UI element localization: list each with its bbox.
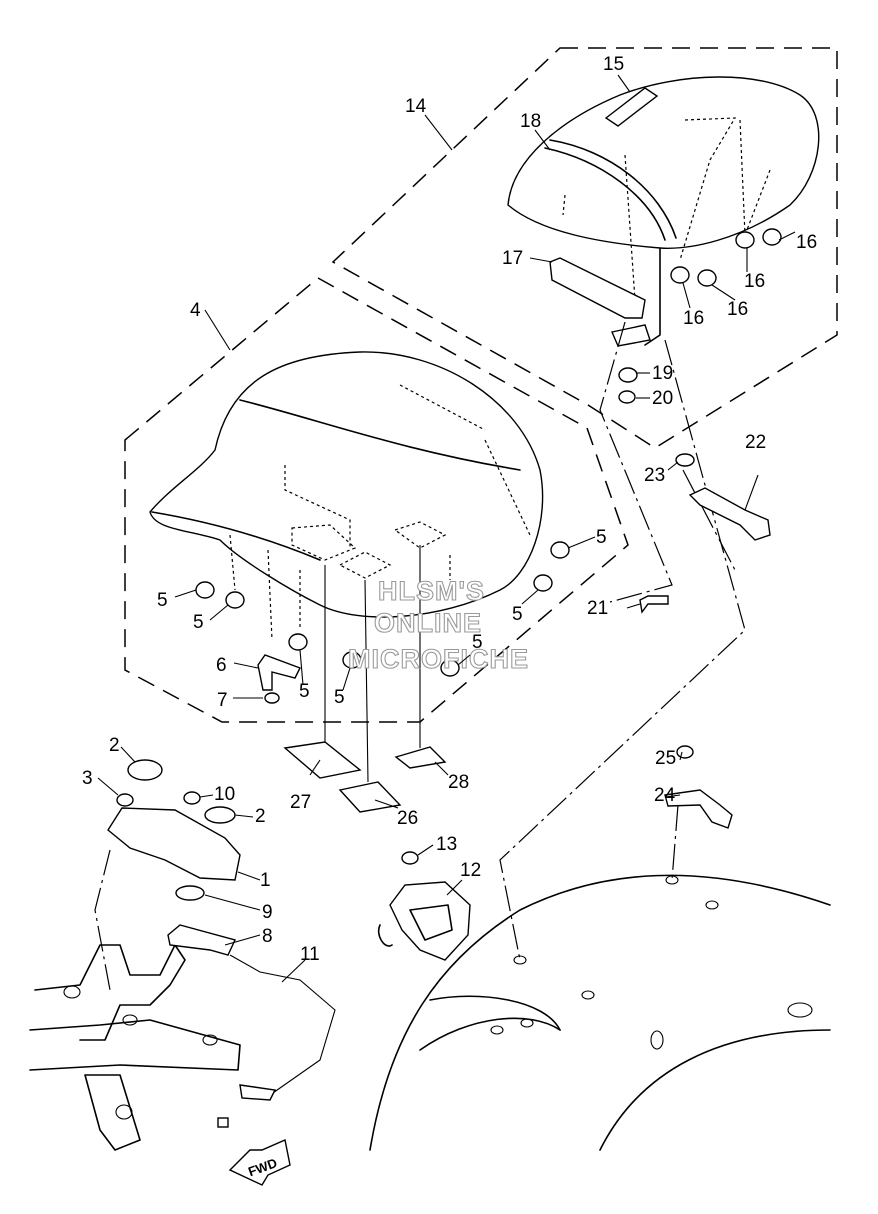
- bracket-bolt: [675, 453, 695, 467]
- plate-cover-right: [204, 806, 236, 824]
- seat-lock-plate: [107, 807, 241, 881]
- callout-11: 11: [300, 944, 320, 965]
- seat-lock-bracket: [688, 487, 771, 541]
- seat-lock: [389, 881, 471, 961]
- watermark-line-1: HLSM'S: [378, 576, 485, 606]
- frame: [29, 944, 241, 1151]
- forward-direction-arrow: FWD: [228, 1139, 291, 1186]
- callout-7: 7: [217, 690, 228, 711]
- lock-bracket: [167, 924, 236, 956]
- callout-14: 14: [405, 96, 427, 117]
- watermark: HLSM'S ONLINE MICROFICHE: [347, 575, 529, 674]
- watermark-line-2: ONLINE: [374, 608, 482, 638]
- plate-bolt: [116, 793, 134, 807]
- callout-10: 10: [214, 784, 235, 805]
- front-seat-bracket-nut: [264, 692, 280, 704]
- rear-seat-group-outline: [331, 47, 838, 449]
- callout-5-a: 5: [157, 590, 168, 611]
- plate-washer: [175, 885, 205, 901]
- rear-fender: [369, 874, 831, 1151]
- callout-5-e: 5: [472, 632, 483, 653]
- pad-26: [338, 781, 402, 813]
- collar: [618, 367, 638, 383]
- callout-9: 9: [262, 902, 273, 923]
- callout-6: 6: [216, 655, 227, 676]
- callout-2-cover-right: 2: [255, 806, 266, 827]
- rear-seat-nuts: [670, 228, 782, 287]
- callout-15: 15: [603, 54, 624, 75]
- cable-fitting: [217, 1117, 229, 1128]
- callout-16-d: 16: [683, 308, 704, 329]
- callout-22: 22: [745, 432, 766, 453]
- rear-seat-clip: [611, 324, 651, 347]
- pad-28: [394, 746, 447, 769]
- callout-17: 17: [502, 248, 523, 269]
- callout-28: 28: [448, 772, 469, 793]
- seat-bolt: [639, 595, 669, 614]
- callout-26: 26: [397, 808, 418, 829]
- front-seat-nuts: [195, 541, 570, 677]
- callout-12: 12: [460, 860, 481, 881]
- callout-3: 3: [82, 768, 93, 789]
- washer: [618, 390, 636, 404]
- fender-bracket-bolt: [676, 745, 694, 759]
- callout-23: 23: [644, 465, 665, 486]
- callout-21: 21: [587, 598, 608, 619]
- callout-4: 4: [190, 300, 201, 321]
- callout-13: 13: [436, 834, 457, 855]
- callout-5-d: 5: [334, 687, 345, 708]
- callout-5-f: 5: [512, 604, 523, 625]
- callout-18: 18: [520, 111, 541, 132]
- watermark-line-3: MICROFICHE: [348, 644, 529, 674]
- callout-5-g: 5: [596, 527, 607, 548]
- callout-20: 20: [652, 388, 673, 409]
- callout-1: 1: [260, 870, 271, 891]
- seat-cable-end: [239, 1084, 277, 1101]
- rear-seat-bracket: [549, 257, 646, 319]
- callout-16-a: 16: [796, 232, 817, 253]
- plate-nut: [183, 791, 201, 805]
- callout-2-cover: 2: [109, 735, 120, 756]
- front-seat: [149, 351, 544, 641]
- fender-bracket: [664, 789, 733, 829]
- callout-27: 27: [290, 792, 311, 813]
- callout-16-b: 16: [744, 271, 765, 292]
- rear-seat: [507, 76, 820, 346]
- pad-27: [283, 741, 362, 779]
- front-seat-bracket: [257, 654, 301, 691]
- callout-5-b: 5: [193, 612, 204, 633]
- callout-24: 24: [654, 785, 676, 806]
- callout-5-c: 5: [299, 681, 310, 702]
- plate-cover-left: [127, 759, 163, 781]
- callout-leaders: [97, 74, 796, 983]
- lock-bolt: [401, 851, 419, 865]
- callout-8: 8: [262, 926, 273, 947]
- front-seat-group-outline: [124, 277, 629, 723]
- callout-16-c: 16: [727, 299, 748, 320]
- callout-25: 25: [655, 748, 676, 769]
- callout-19: 19: [652, 363, 673, 384]
